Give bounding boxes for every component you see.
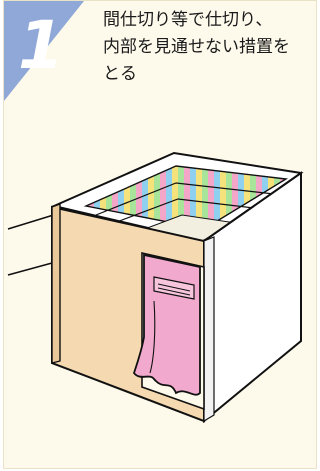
instruction-card: 1 間仕切り等で仕切り、 内部を見通せない措置を とる xyxy=(3,0,317,469)
privacy-curtain xyxy=(134,255,200,395)
step-number: 1 xyxy=(18,13,64,79)
floor-line-left-lower xyxy=(8,263,52,275)
step-instruction-text: 間仕切り等で仕切り、 内部を見通せない措置を とる xyxy=(103,7,313,88)
